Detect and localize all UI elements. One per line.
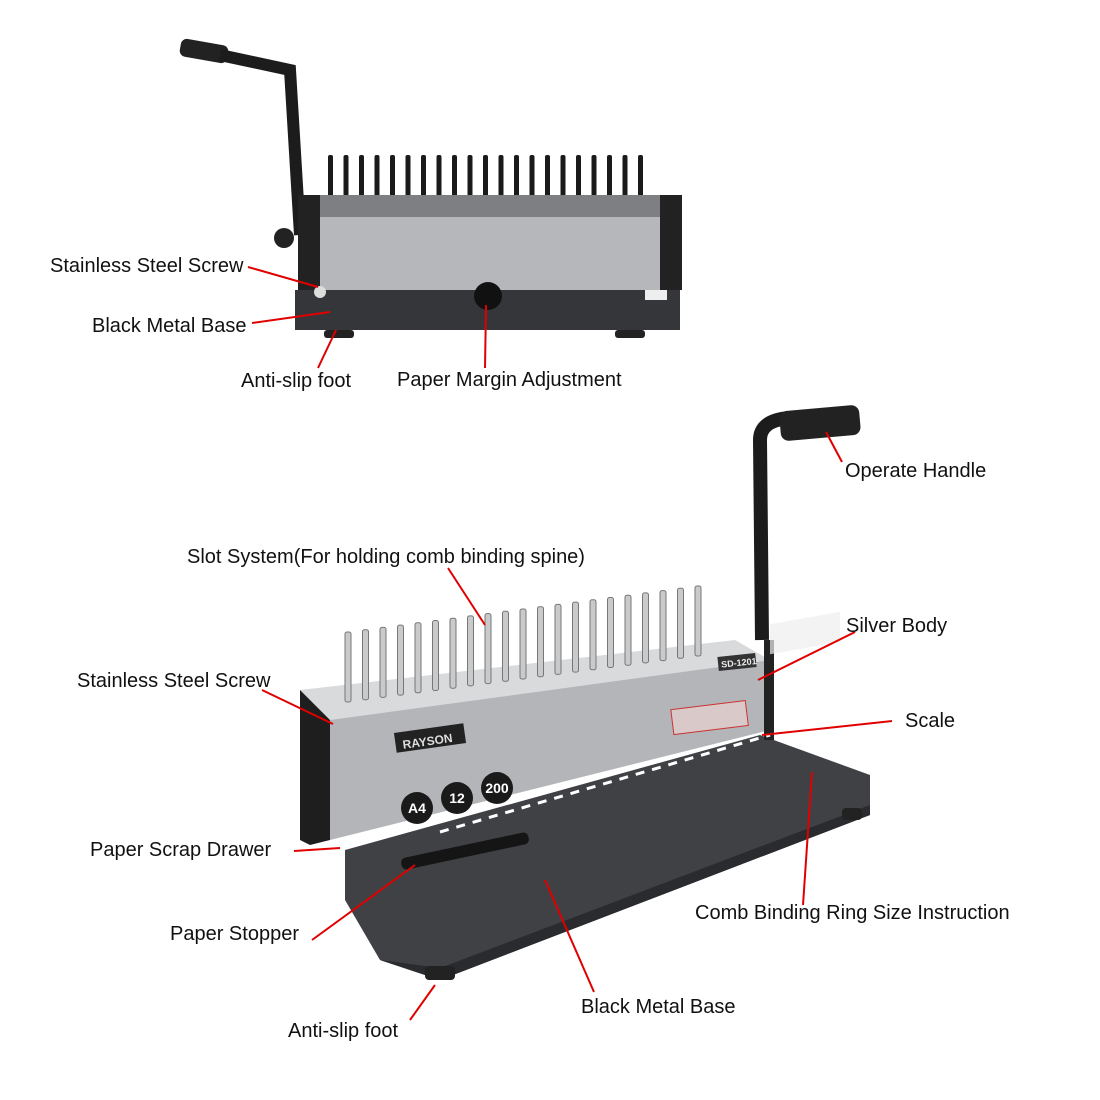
comb-slot [554,603,562,675]
comb-tooth [390,155,395,200]
comb-slot [659,590,667,662]
label-paper-stopper: Paper Stopper [170,923,299,945]
comb-slot [607,597,614,668]
model-label: SD-1201 [721,656,757,670]
spec-badge-text: A4 [408,800,426,816]
bottom-machine: RAYSON SD-1201 A4 12 200 [300,405,870,980]
comb-tooth [545,155,550,200]
label-stainless-steel-screw: Stainless Steel Screw [77,670,271,692]
comb-tooth [467,155,473,200]
comb-tooth [452,155,457,200]
top-screw [314,286,326,298]
spec-badge-text: 12 [449,790,465,806]
comb-slot [519,608,527,680]
comb-slot [344,631,352,703]
brand-logo: RAYSON [402,731,454,752]
comb-tooth [607,155,612,200]
handle-grip [779,405,861,441]
metal-base [345,735,870,980]
comb-slot [694,585,702,657]
label-anti-slip-foot: Anti-slip foot [288,1020,399,1042]
label-operate-handle: Operate Handle [845,460,987,482]
comb-slot [677,587,684,659]
comb-slot [484,613,492,685]
foot [425,966,455,980]
top-handle-grip [179,38,229,64]
label-silver-body: Silver Body [846,615,948,637]
label-top-anti-slip-foot: Anti-slip foot [241,370,352,392]
comb-slot [414,622,422,694]
label-paper-margin-adjustment: Paper Margin Adjustment [397,369,622,391]
spec-badge [401,792,433,824]
comb-tooth [436,155,442,200]
comb-tooth [514,155,519,200]
label-paper-scrap-drawer: Paper Scrap Drawer [90,839,272,861]
comb-tooth [576,155,581,200]
comb-slot [589,599,597,671]
comb-tooth [405,155,411,200]
handle-arm [752,411,791,641]
comb-slot [397,624,404,696]
comb-tooth [374,155,380,200]
spec-badge [481,772,513,804]
comb-tooth [421,155,426,200]
comb-slot [572,601,579,673]
label-black-metal-base: Black Metal Base [581,996,736,1018]
comb-slot [379,626,387,698]
leader-lines [247,266,893,1021]
ring-size-chart [770,611,840,655]
top-margin-knob [474,282,502,310]
comb-slot [449,617,457,689]
comb-slot [432,620,439,691]
spec-badge [441,782,473,814]
top-handle-arm [218,49,306,236]
comb-tooth [359,155,364,200]
comb-tooth [591,155,597,200]
label-top-stainless-steel-screw: Stainless Steel Screw [50,255,244,277]
comb-slot [362,629,369,701]
label-scale: Scale [905,710,956,732]
top-foot [324,330,354,338]
silver-body [330,660,770,840]
scale-line [439,733,771,834]
comb-slot [467,615,474,687]
comb-tooth [483,155,488,200]
comb-slot [502,610,509,682]
label-top-black-metal-base: Black Metal Base [92,315,247,337]
comb-tooth [560,155,566,200]
comb-tooth [638,155,643,200]
comb-tooth [622,155,628,200]
spec-badge-text: 200 [485,780,509,796]
label-comb-ring-size-instruction: Comb Binding Ring Size Instruction [695,902,1010,924]
warning-sticker [670,700,749,736]
body-top [300,640,770,720]
comb-tooth [529,155,535,200]
paper-stopper [401,832,529,870]
comb-tooth [343,155,349,200]
comb-slot [537,606,544,678]
label-slot-system: Slot System(For holding comb binding spi… [187,546,585,568]
comb-tooth [498,155,504,200]
comb-slot [624,594,632,666]
comb-slot [642,592,649,664]
top-machine [179,38,682,338]
comb-tooth [328,155,333,200]
